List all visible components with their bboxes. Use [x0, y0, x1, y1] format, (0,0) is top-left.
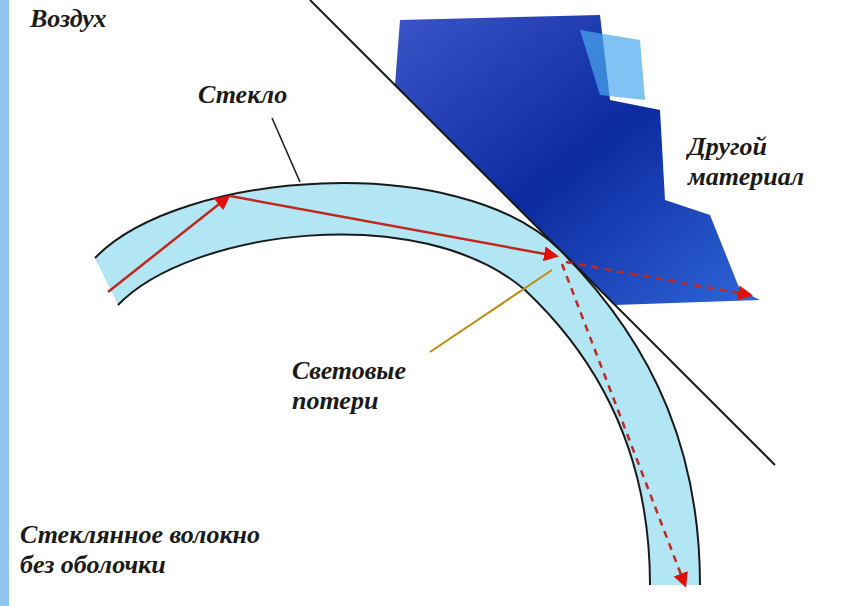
- region-label: Другой материал: [688, 132, 848, 192]
- callout-label: Световые потери: [292, 356, 452, 416]
- title-label: Стеклянное волокно без оболочки: [20, 520, 290, 580]
- material-highlight: [580, 30, 645, 100]
- side-bar: [0, 0, 9, 606]
- region-label: Воздух: [30, 4, 230, 34]
- refracted-ray: [566, 262, 750, 295]
- leader-line: [272, 118, 300, 182]
- light-ray: [230, 196, 556, 256]
- leader-line: [430, 270, 552, 352]
- light-ray: [108, 197, 228, 292]
- lost-ray: [562, 264, 685, 585]
- part-label: Стекло: [198, 80, 358, 110]
